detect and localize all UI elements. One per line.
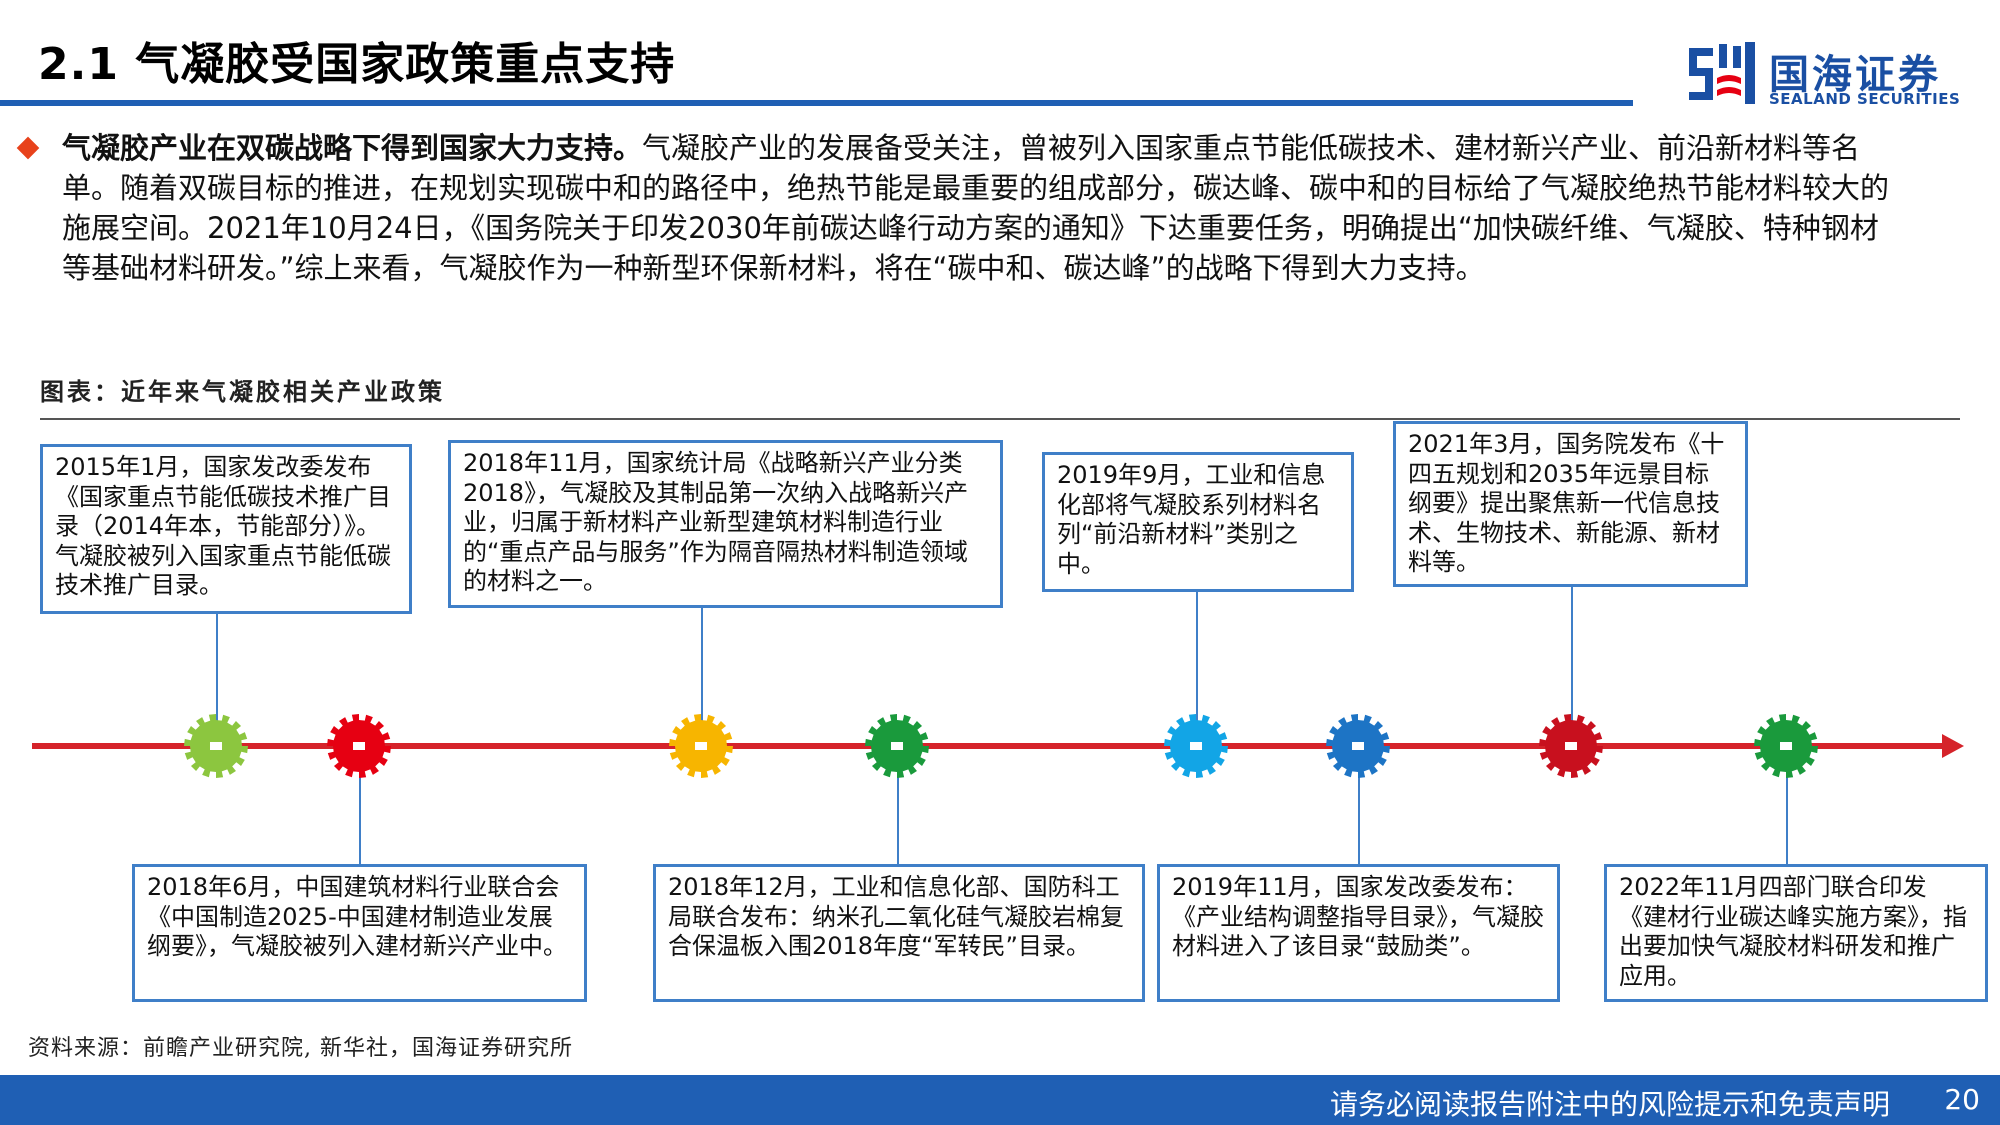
logo-chinese-name: 国海证券 <box>1769 52 1941 98</box>
connector-line <box>1358 768 1360 864</box>
gear-hub <box>353 742 365 750</box>
page-number: 20 <box>1944 1083 1980 1116</box>
gear-hub <box>891 742 903 750</box>
intro-body: 气凝胶产业的发展备受关注，曾被列入国家重点节能低碳技术、建材新兴产业、前沿新材料… <box>62 131 1890 285</box>
company-logo: 国海证券 SEALAND SECURITIES <box>1683 38 1973 110</box>
gear-hub <box>1565 742 1577 750</box>
connector-line <box>216 614 218 724</box>
gear-icon <box>327 714 391 778</box>
timeline-event-box: 2018年11月，国家统计局《战略新兴产业分类2018》，气凝胶及其制品第一次纳… <box>448 440 1003 608</box>
event-text: 2018年6月，中国建筑材料行业联合会《中国制造2025-中国建材制造业发展纲要… <box>147 873 567 960</box>
event-text: 2019年9月，工业和信息化部将气凝胶系列材料名列“前沿新材料”类别之中。 <box>1057 461 1326 578</box>
timeline-event-box: 2019年9月，工业和信息化部将气凝胶系列材料名列“前沿新材料”类别之中。 <box>1042 452 1354 592</box>
timeline-axis <box>32 743 1947 749</box>
intro-paragraph: 气凝胶产业在双碳战略下得到国家大力支持。气凝胶产业的发展备受关注，曾被列入国家重… <box>62 128 1902 288</box>
timeline-event-box: 2019年11月，国家发改委发布：《产业结构调整指导目录》，气凝胶材料进入了该目… <box>1157 864 1560 1002</box>
connector-line <box>897 768 899 864</box>
connector-line <box>1571 587 1573 724</box>
timeline-event-box: 2021年3月，国务院发布《十四五规划和2035年远景目标纲要》提出聚焦新一代信… <box>1393 421 1748 587</box>
event-text: 2019年11月，国家发改委发布：《产业结构调整指导目录》，气凝胶材料进入了该目… <box>1172 873 1544 960</box>
title-underline <box>0 100 1633 106</box>
gear-icon <box>1164 714 1228 778</box>
timeline-event-box: 2018年12月，工业和信息化部、国防科工局联合发布：纳米孔二氧化硅气凝胶岩棉复… <box>653 864 1145 1002</box>
gear-icon <box>1539 714 1603 778</box>
event-text: 2015年1月，国家发改委发布《国家重点节能低碳技术推广目录（2014年本，节能… <box>55 453 391 599</box>
gear-icon <box>865 714 929 778</box>
connector-line <box>1196 592 1198 724</box>
event-text: 2021年3月，国务院发布《十四五规划和2035年远景目标纲要》提出聚焦新一代信… <box>1408 430 1725 576</box>
figure-source: 资料来源：前瞻产业研究院, 新华社，国海证券研究所 <box>28 1036 573 1061</box>
gear-hub <box>1190 742 1202 750</box>
connector-line <box>359 768 361 864</box>
event-text: 2018年12月，工业和信息化部、国防科工局联合发布：纳米孔二氧化硅气凝胶岩棉复… <box>668 873 1124 960</box>
timeline-event-box: 2015年1月，国家发改委发布《国家重点节能低碳技术推广目录（2014年本，节能… <box>40 444 412 614</box>
gear-icon <box>184 714 248 778</box>
figure-rule <box>40 418 1960 420</box>
gear-hub <box>1352 742 1364 750</box>
timeline-event-box: 2018年6月，中国建筑材料行业联合会《中国制造2025-中国建材制造业发展纲要… <box>132 864 587 1002</box>
event-text: 2018年11月，国家统计局《战略新兴产业分类2018》，气凝胶及其制品第一次纳… <box>463 449 969 595</box>
connector-line <box>1786 768 1788 864</box>
timeline-arrow-icon <box>1942 734 1964 758</box>
gear-hub <box>210 742 222 750</box>
diamond-bullet-icon <box>16 136 40 160</box>
gear-icon <box>1326 714 1390 778</box>
intro-lead: 气凝胶产业在双碳战略下得到国家大力支持。 <box>62 131 643 165</box>
footer-disclaimer: 请务必阅读报告附注中的风险提示和免责声明 <box>1329 1088 1890 1121</box>
connector-line <box>701 608 703 724</box>
gear-icon <box>669 714 733 778</box>
gear-hub <box>1780 742 1792 750</box>
figure-label: 图表：近年来气凝胶相关产业政策 <box>40 377 445 406</box>
logo-english-name: SEALAND SECURITIES <box>1769 90 1961 108</box>
sealand-logo-icon <box>1689 42 1755 104</box>
footer-bar: 请务必阅读报告附注中的风险提示和免责声明 20 <box>0 1075 2000 1125</box>
gear-icon <box>1754 714 1818 778</box>
gear-hub <box>695 742 707 750</box>
event-text: 2022年11月四部门联合印发《建材行业碳达峰实施方案》，指出要加快气凝胶材料研… <box>1619 873 1967 990</box>
page-title: 2.1 气凝胶受国家政策重点支持 <box>38 39 676 90</box>
timeline-event-box: 2022年11月四部门联合印发《建材行业碳达峰实施方案》，指出要加快气凝胶材料研… <box>1604 864 1988 1002</box>
